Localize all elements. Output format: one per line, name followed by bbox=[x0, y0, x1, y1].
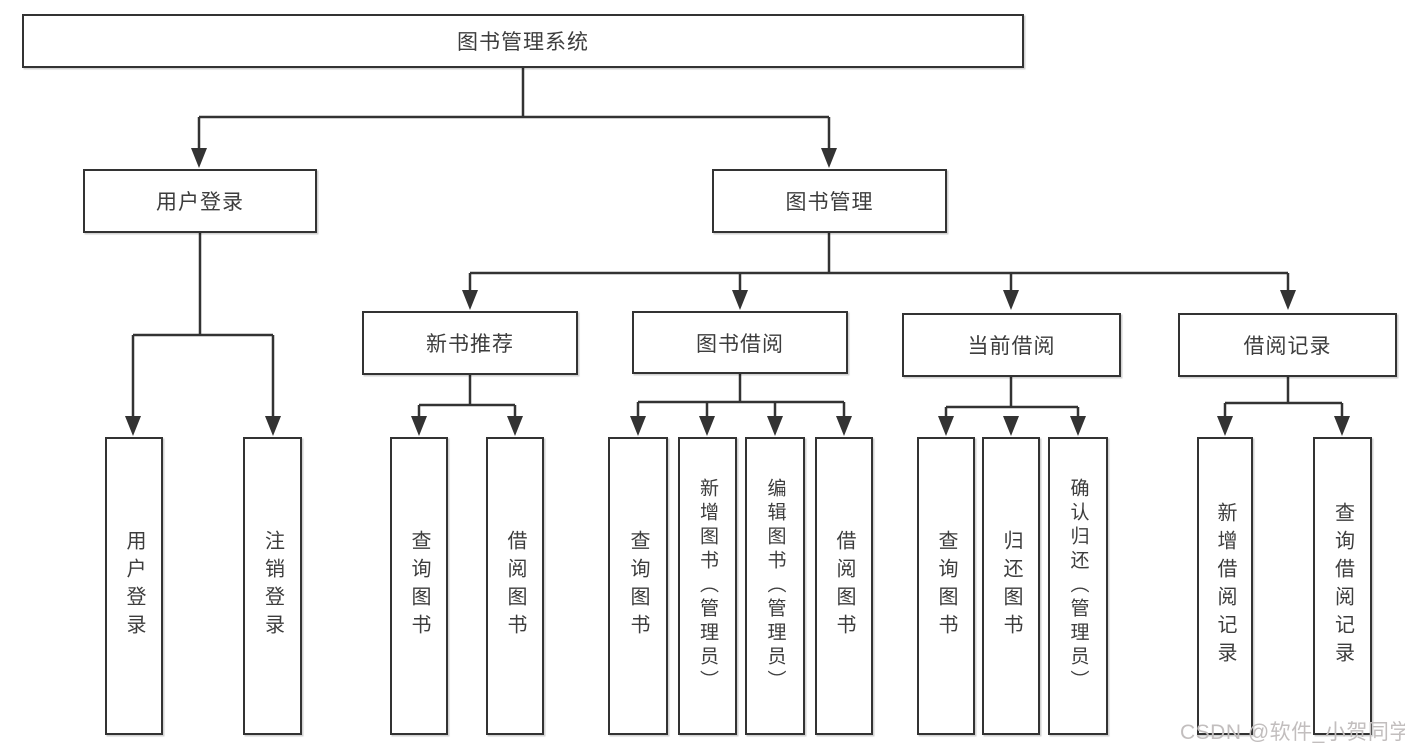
arrowhead-icons bbox=[125, 148, 1350, 436]
node-current-borrow: 当前借阅 bbox=[902, 313, 1121, 377]
node-borrow-records: 借阅记录 bbox=[1178, 313, 1397, 377]
node-br-query-record-label: 查询借阅记录 bbox=[1331, 502, 1354, 670]
node-user-login-action-label: 用户登录 bbox=[123, 530, 145, 642]
node-user-login: 用户登录 bbox=[83, 169, 317, 233]
node-logout-action: 注销登录 bbox=[243, 437, 302, 735]
node-bb-borrow-books-label: 借阅图书 bbox=[833, 530, 855, 642]
node-cb-confirm-return-admin: 确认归还（管理员） bbox=[1048, 437, 1108, 735]
node-root-label: 图书管理系统 bbox=[457, 31, 589, 54]
node-cb-query-books: 查询图书 bbox=[917, 437, 975, 735]
node-bb-add-books-admin-label: 新增图书（管理员） bbox=[697, 478, 718, 694]
node-user-login-action: 用户登录 bbox=[105, 437, 163, 735]
node-bb-query-books: 查询图书 bbox=[608, 437, 668, 735]
node-cb-query-books-label: 查询图书 bbox=[935, 530, 957, 642]
node-nb-borrow-books: 借阅图书 bbox=[486, 437, 544, 735]
node-cb-return-books-label: 归还图书 bbox=[1000, 530, 1022, 642]
node-nb-query-books: 查询图书 bbox=[390, 437, 448, 735]
node-nb-query-books-label: 查询图书 bbox=[408, 530, 430, 642]
node-current-borrow-label: 当前借阅 bbox=[967, 335, 1056, 358]
node-bb-add-books-admin: 新增图书（管理员） bbox=[678, 437, 737, 735]
node-new-book-recommend: 新书推荐 bbox=[362, 311, 578, 375]
node-book-management: 图书管理 bbox=[712, 169, 947, 233]
node-new-book-recommend-label: 新书推荐 bbox=[426, 333, 514, 356]
node-br-add-record-label: 新增借阅记录 bbox=[1214, 502, 1236, 670]
node-user-login-label: 用户登录 bbox=[156, 191, 244, 214]
node-book-borrow-label: 图书借阅 bbox=[696, 332, 784, 356]
node-nb-borrow-books-label: 借阅图书 bbox=[504, 530, 526, 642]
node-br-add-record: 新增借阅记录 bbox=[1197, 437, 1253, 735]
node-br-query-record: 查询借阅记录 bbox=[1313, 437, 1372, 735]
node-book-borrow: 图书借阅 bbox=[632, 311, 848, 374]
node-bb-query-books-label: 查询图书 bbox=[627, 530, 649, 642]
node-logout-action-label: 注销登录 bbox=[261, 530, 284, 642]
csdn-watermark: CSDN @软件_小贺同学 bbox=[1180, 721, 1405, 744]
node-book-management-label: 图书管理 bbox=[785, 191, 874, 214]
node-bb-edit-books-admin-label: 编辑图书（管理员） bbox=[764, 478, 786, 694]
node-bb-edit-books-admin: 编辑图书（管理员） bbox=[745, 437, 805, 735]
node-bb-borrow-books: 借阅图书 bbox=[815, 437, 873, 735]
node-root: 图书管理系统 bbox=[22, 14, 1024, 68]
node-borrow-records-label: 借阅记录 bbox=[1243, 335, 1332, 358]
node-cb-return-books: 归还图书 bbox=[982, 437, 1040, 735]
node-cb-confirm-return-admin-label: 确认归还（管理员） bbox=[1067, 478, 1089, 694]
